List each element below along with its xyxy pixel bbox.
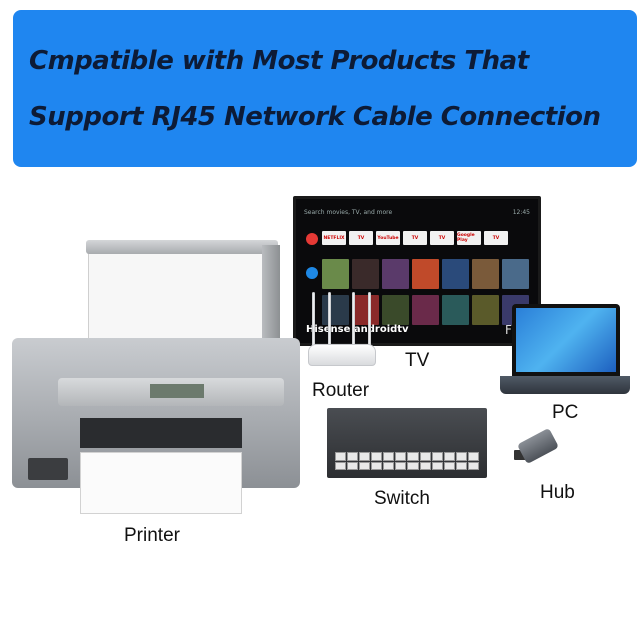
tv-content-tile <box>382 295 409 325</box>
tv-content-tile <box>502 259 529 289</box>
printer-lid <box>86 240 278 254</box>
printer-lcd-screen <box>150 384 204 398</box>
banner-title-line-1: Cmpatible with Most Products That <box>29 45 529 76</box>
tv-brand-logo: Hisense androidtv <box>306 324 409 335</box>
tv-app-tile: Google Play <box>457 231 481 245</box>
switch-label: Switch <box>374 488 430 509</box>
router-label: Router <box>312 380 370 401</box>
tv-status-bar: Search movies, TV, and more 12:45 <box>304 205 530 221</box>
tv-content-tile <box>472 259 499 289</box>
tv-play-icon <box>306 267 318 279</box>
tv-label: TV <box>405 350 430 371</box>
printer-output-paper <box>80 452 242 514</box>
tv-app-tile: TV <box>484 231 508 245</box>
tv-apps-icon <box>306 233 318 245</box>
tv-app-tile: TV <box>430 231 454 245</box>
router-body <box>308 344 376 366</box>
tv-app-tile: TV <box>349 231 373 245</box>
hub-label: Hub <box>540 482 575 503</box>
hub-rj45-plug <box>514 450 528 460</box>
router-image <box>308 292 376 366</box>
printer-label: Printer <box>124 525 180 546</box>
tv-content-tile <box>442 295 469 325</box>
tv-content-tile <box>322 295 349 325</box>
laptop-display <box>516 308 616 372</box>
tv-app-tile: TV <box>403 231 427 245</box>
printer-card-reader <box>28 458 68 480</box>
switch-image <box>327 408 487 478</box>
tv-clock: 12:45 <box>512 209 530 216</box>
router-antenna <box>352 292 355 352</box>
router-antenna <box>312 292 315 352</box>
banner-title-line-2: Support RJ45 Network Cable Connection <box>29 101 601 132</box>
router-antenna <box>328 292 331 352</box>
printer-output-slot <box>80 418 242 448</box>
tv-app-tile: YouTube <box>376 231 400 245</box>
tv-image: Search movies, TV, and more 12:45 NETFLI… <box>293 196 541 346</box>
tv-content-tile <box>472 295 499 325</box>
tv-app-row: NETFLIX TV YouTube TV TV Google Play TV <box>322 231 508 245</box>
router-antenna <box>368 292 371 352</box>
laptop-image <box>512 304 620 376</box>
tv-content-tile <box>352 295 379 325</box>
tv-content-tile <box>412 295 439 325</box>
tv-content-tile <box>382 259 409 289</box>
tv-content-tile <box>322 259 349 289</box>
tv-app-tile: NETFLIX <box>322 231 346 245</box>
laptop-keyboard-base <box>500 376 630 394</box>
tv-search-text: Search movies, TV, and more <box>304 209 393 216</box>
switch-ports <box>335 452 479 470</box>
tv-content-tile <box>412 259 439 289</box>
tv-content-tile <box>352 259 379 289</box>
tv-content-row-1 <box>322 259 529 289</box>
pc-label: PC <box>552 402 579 423</box>
header-banner: Cmpatible with Most Products That Suppor… <box>13 10 637 167</box>
tv-content-tile <box>442 259 469 289</box>
